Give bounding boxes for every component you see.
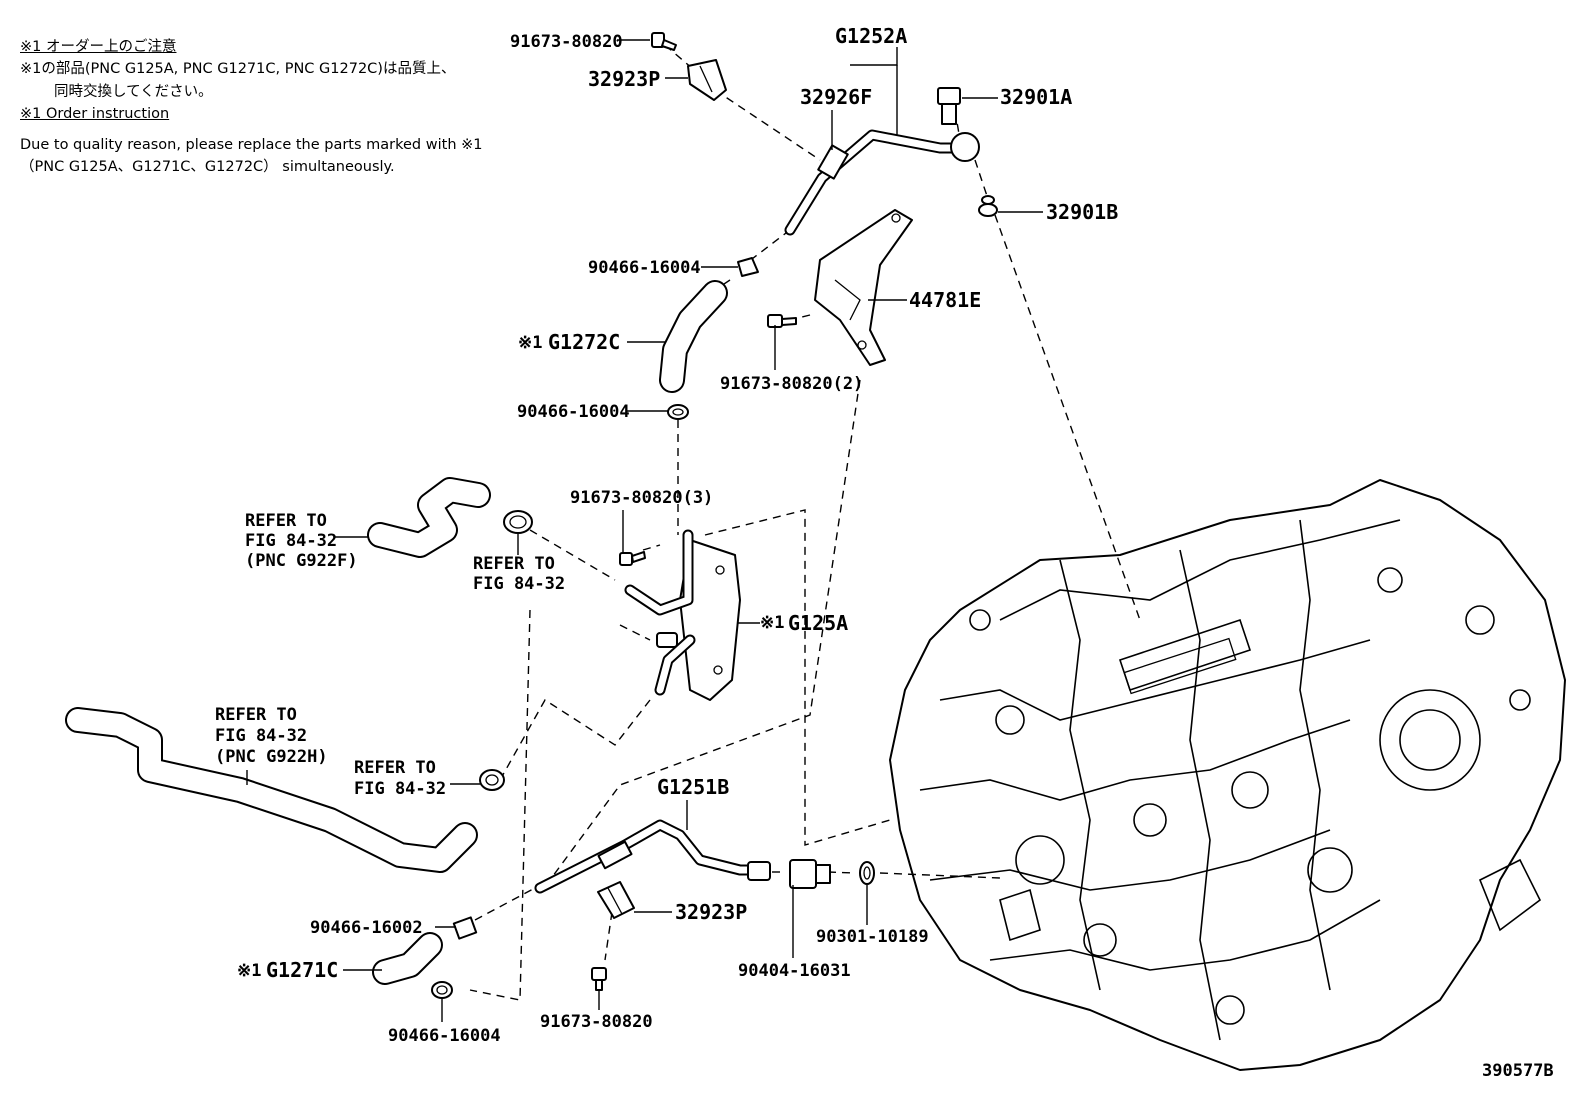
refer-clamp-lower-line-2: FIG 84-32 bbox=[354, 779, 446, 799]
refer-g922h-line-3: (PNC G922H) bbox=[215, 747, 328, 767]
gasket-32901b bbox=[978, 195, 998, 217]
label-91673-80820-3: 91673-80820(3) bbox=[570, 488, 713, 508]
label-90301-10189: 90301-10189 bbox=[816, 927, 929, 947]
gasket-90301-10189 bbox=[859, 861, 875, 885]
label-90466-16004-middle: 90466-16004 bbox=[517, 402, 630, 422]
refer-g922h-line-1: REFER TO bbox=[215, 705, 297, 725]
label-90466-16004-upper: 90466-16004 bbox=[588, 258, 701, 278]
mark-g125a: ※1 bbox=[760, 613, 784, 633]
jp-note-header: ※1 オーダー上のご注意 bbox=[20, 39, 177, 55]
label-44781e: 44781E bbox=[909, 288, 981, 312]
refer-g922h-line-2: FIG 84-32 bbox=[215, 726, 307, 746]
clip-90466-16004-lower bbox=[431, 981, 453, 999]
jp-note-line-1: ※1の部品(PNC G125A, PNC G1271C, PNC G1272C)… bbox=[20, 61, 456, 78]
hose-clamp-reference-upper bbox=[503, 510, 533, 534]
jp-note-line-2: 同時交換してください。 bbox=[54, 83, 213, 100]
leader-lines bbox=[246, 39, 1043, 1022]
label-g125a: G125A bbox=[788, 611, 848, 635]
label-90466-16004-lower: 90466-16004 bbox=[388, 1026, 501, 1046]
refer-g922f-line-1: REFER TO bbox=[245, 511, 327, 531]
refer-clamp-upper-line-2: FIG 84-32 bbox=[473, 574, 565, 594]
pipe-g1252a bbox=[784, 129, 980, 236]
refer-clamp-lower-line-1: REFER TO bbox=[354, 758, 436, 778]
clip-90466-16002 bbox=[452, 916, 478, 940]
en-note-header: ※1 Order instruction bbox=[20, 106, 170, 123]
label-32901b: 32901B bbox=[1046, 200, 1118, 224]
refer-g922f-line-3: (PNC G922F) bbox=[245, 551, 358, 571]
union-90404-16031 bbox=[789, 859, 831, 889]
label-g1251b: G1251B bbox=[657, 775, 729, 799]
bracket-44781e bbox=[814, 209, 913, 366]
label-32923p-bottom: 32923P bbox=[675, 900, 747, 924]
figure-id: 390577B bbox=[1482, 1061, 1554, 1081]
union-bolt-32901a bbox=[937, 87, 961, 125]
en-note-line-1: Due to quality reason, please replace th… bbox=[20, 136, 483, 153]
label-90404-16031: 90404-16031 bbox=[738, 961, 851, 981]
label-g1252a: G1252A bbox=[835, 24, 907, 48]
bolt-91673-80820-bottom bbox=[591, 967, 607, 991]
bolt-91673-80820-top bbox=[651, 32, 677, 51]
label-32901a: 32901A bbox=[1000, 85, 1072, 109]
label-32926f: 32926F bbox=[800, 85, 872, 109]
refer-clamp-upper-line-1: REFER TO bbox=[473, 554, 555, 574]
hose-g1272c bbox=[659, 280, 728, 393]
label-90466-16002: 90466-16002 bbox=[310, 918, 423, 938]
en-note-line-2: （PNC G125A、G1271C、G1272C） simultaneously… bbox=[20, 159, 395, 176]
label-91673-80820-bottom: 91673-80820 bbox=[540, 1012, 653, 1032]
hose-g922f-reference bbox=[367, 477, 491, 558]
hose-clamp-reference-lower bbox=[479, 769, 505, 791]
bolt-91673-80820-3 bbox=[619, 551, 646, 566]
label-91673-80820-2: 91673-80820(2) bbox=[720, 374, 863, 394]
refer-g922f-line-2: FIG 84-32 bbox=[245, 531, 337, 551]
mark-g1271c: ※1 bbox=[237, 961, 261, 981]
clip-90466-16004-middle bbox=[667, 404, 689, 420]
assembly-dashed-lines bbox=[469, 44, 1141, 1001]
label-91673-80820-top: 91673-80820 bbox=[510, 32, 623, 52]
transaxle-housing bbox=[889, 479, 1566, 1071]
clamp-32923p-bottom bbox=[597, 881, 635, 919]
bolt-91673-80820-2 bbox=[767, 314, 797, 328]
pipe-g1251b bbox=[534, 819, 771, 894]
clamp-32923p-top bbox=[687, 59, 727, 101]
label-g1272c: G1272C bbox=[548, 330, 620, 354]
label-32923p-top: 32923P bbox=[588, 67, 660, 91]
part-labels: 91673-80820 G1252A 32923P 32926F 32901A … bbox=[215, 24, 1554, 1081]
clip-90466-16004-upper bbox=[737, 257, 759, 277]
cooler-block-g125a bbox=[624, 529, 741, 701]
label-g1271c: G1271C bbox=[266, 958, 338, 982]
hose-g922h-reference bbox=[65, 707, 478, 873]
mark-g1272c: ※1 bbox=[518, 333, 542, 353]
order-instruction-notes: ※1 オーダー上のご注意 ※1の部品(PNC G125A, PNC G1271C… bbox=[20, 36, 580, 179]
hose-g1271c bbox=[372, 932, 443, 985]
